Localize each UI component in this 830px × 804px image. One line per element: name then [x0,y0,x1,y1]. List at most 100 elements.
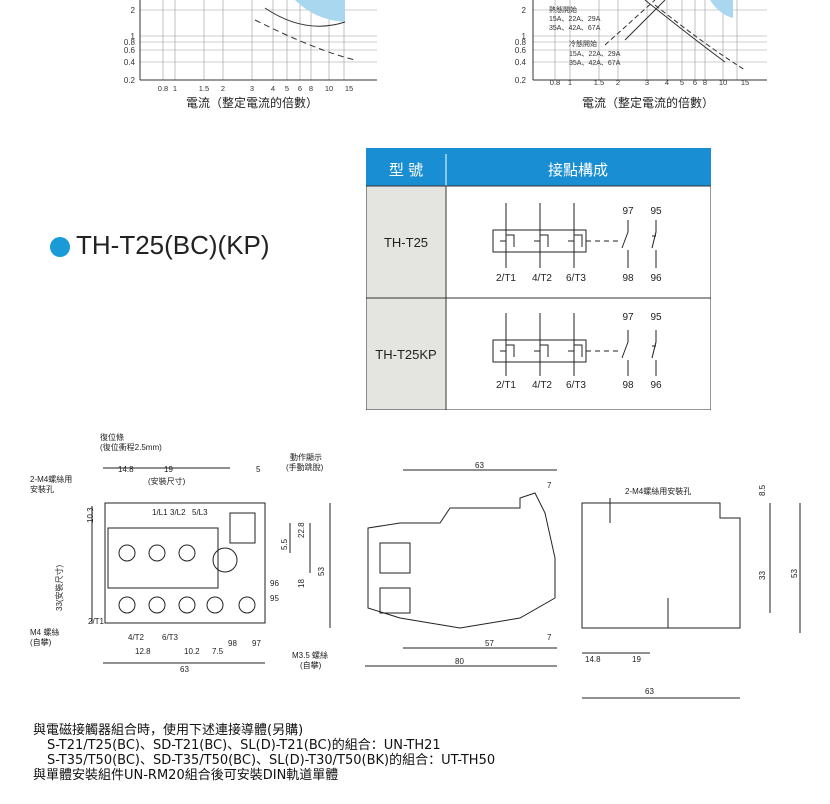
dim-value: 63 [645,687,654,696]
y-tick: 0.4 [124,58,136,67]
aux-label: 98 [622,273,634,284]
right-characteristic-graph: 2 1 0.8 0.6 0.4 0.2 熱態開始 15A、22A、29A 35A… [505,0,770,120]
dim-label: M4 螺絲 [30,627,59,637]
x-tick: 1 [568,78,572,87]
dim-label: 33(安裝尺寸) [54,564,64,611]
left-graph-xlabel: 電流（整定電流的倍數） [186,96,319,110]
contact-table-svg: 型 號 接點構成 TH-T25 TH-T25KP 97 95 2/T1 4/T2… [365,148,712,411]
dim-value: 80 [455,657,464,666]
terminal-label: 6/T3 [566,273,586,284]
x-tick: 8 [309,84,313,93]
y-tick: 0.6 [515,46,527,55]
dim-label: (手動跳脫) [286,462,324,472]
table-header-contacts: 接點構成 [548,162,608,179]
dim-value: 7 [547,633,552,642]
aux-label: 98 [622,380,634,391]
dim-value: 10.2 [184,647,200,656]
y-tick: 0.6 [124,46,136,55]
x-tick: 10 [325,84,333,93]
dim-label: 動作顯示 [290,452,322,462]
right-graph-xlabel: 電流（整定電流的倍數） [582,96,715,110]
dim-label: (自攀) [30,637,52,647]
x-tick: 6 [298,84,302,93]
x-tick: 15 [345,84,353,93]
right-graph-svg: 2 1 0.8 0.6 0.4 0.2 熱態開始 15A、22A、29A 35A… [515,0,767,87]
aux-label: 96 [650,380,662,391]
y-tick: 0.2 [515,76,527,85]
x-tick: 3 [250,84,254,93]
dim-value: 14.8 [118,465,134,474]
dim-value: 3/L2 [170,508,186,517]
terminal-label: 6/T3 [566,380,586,391]
y-tick: 0.8 [515,38,527,47]
dim-label: 安裝孔 [30,484,54,494]
dim-value: 57 [485,639,494,648]
x-tick: 5 [285,84,289,93]
x-tick: 1 [173,84,177,93]
terminal-label: 2/T1 [496,380,516,391]
note-line: 與單體安裝組件UN-RM20組合後可安裝DIN軌道單體 [33,768,339,783]
y-tick: 2 [522,6,527,15]
note-line: S-T35/T50(BC)、SD-T35/T50(BC)、SL(D)-T30/T… [47,753,496,768]
table-header-model: 型 號 [389,162,423,179]
table-header-bg [366,148,711,186]
x-tick: 0.8 [550,78,560,87]
aux-label: 97 [622,312,634,323]
dim-value: 6/T3 [162,633,179,642]
dim-value: 95 [270,594,279,603]
dim-label: 2-M4螺絲用 [30,474,72,484]
terminal-label: 2/T1 [496,273,516,284]
x-tick: 8 [703,78,707,87]
contact-symbol-row2 [492,313,657,376]
dimension-drawings: 復位條 (復位衝程2.5mm) 動作顯示 (手動跳脫) 2-M4螺絲用 安裝孔 … [0,428,830,718]
dim-label: (自攀) [300,660,322,670]
dim-value: 10.3 [86,507,95,523]
dim-value: 8.5 [758,484,767,496]
note-line: 與電磁接觸器組合時，使用下述連接導體(另購) [33,723,304,738]
dim-value: 18 [297,579,306,588]
aux-label: 95 [650,206,662,217]
dim-value: 5 [256,465,261,474]
graph-annotation: 熱態開始 [549,5,577,14]
dim-value: 97 [252,639,261,648]
terminal-label: 4/T2 [532,380,552,391]
aux-label: 97 [622,206,634,217]
dim-value: 7.5 [212,647,224,656]
x-tick: 2 [616,78,620,87]
dim-label: (復位衝程2.5mm) [100,442,162,452]
dim-value: 5.5 [280,538,289,550]
dim-value: 33 [758,571,767,580]
contact-table: 型 號 接點構成 TH-T25 TH-T25KP 97 95 2/T1 4/T2… [365,148,712,411]
dim-label: M3.5 螺絲 [292,650,328,660]
row-model: TH-T25KP [375,347,436,362]
dim-value: 7 [547,481,552,490]
dim-value: 53 [790,569,799,578]
graph-annotation: 冷態開始 [569,39,597,48]
x-tick: 2 [221,84,225,93]
graph-annotation: 35A、42A、67A [549,25,601,32]
y-tick: 0.8 [124,38,136,47]
terminal-label: 4/T2 [532,273,552,284]
side-view [365,469,557,667]
y-tick: 1 [522,32,527,41]
y-tick: 1 [131,32,136,41]
contact-symbol-row1 [492,203,657,268]
x-tick: 1.5 [594,78,604,87]
x-tick: 4 [665,78,669,87]
x-tick: 6 [693,78,697,87]
x-tick: 0.8 [158,84,168,93]
front-view [91,467,331,664]
model-bullet-icon [50,237,70,257]
dim-value: 19 [632,655,641,664]
dim-value: 14.8 [585,655,601,664]
dim-label: 復位條 [100,432,124,442]
note-line: S-T21/T25(BC)、SD-T21(BC)、SL(D)-T21(BC)的組… [47,738,441,753]
dim-value: 1/L1 [152,508,168,517]
aux-label: 96 [650,273,662,284]
dim-value: 22.8 [297,522,306,538]
row-model: TH-T25 [384,235,428,250]
dim-value: 2/T1 [88,617,105,626]
dim-value: 53 [317,567,326,576]
x-tick: 10 [719,78,727,87]
x-tick: 15 [741,78,749,87]
